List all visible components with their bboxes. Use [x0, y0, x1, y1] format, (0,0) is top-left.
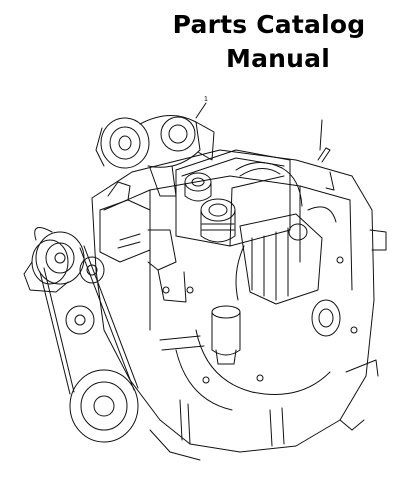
engine-details	[117, 119, 387, 461]
filler-caps	[184, 172, 236, 243]
pulleys-belt	[34, 227, 139, 443]
callout-leader	[195, 102, 207, 119]
intake-manifold	[99, 181, 187, 303]
alternator	[23, 239, 69, 293]
fuel-lines	[175, 162, 379, 411]
title-line-2: Manual	[226, 44, 330, 73]
page-title: Parts Catalog Manual	[169, 8, 369, 76]
turbocharger	[95, 115, 215, 197]
injection-pump	[239, 171, 341, 337]
fuel-filter	[211, 305, 241, 365]
callout-label: 1	[204, 96, 208, 103]
title-line-1: Parts Catalog	[172, 10, 366, 39]
